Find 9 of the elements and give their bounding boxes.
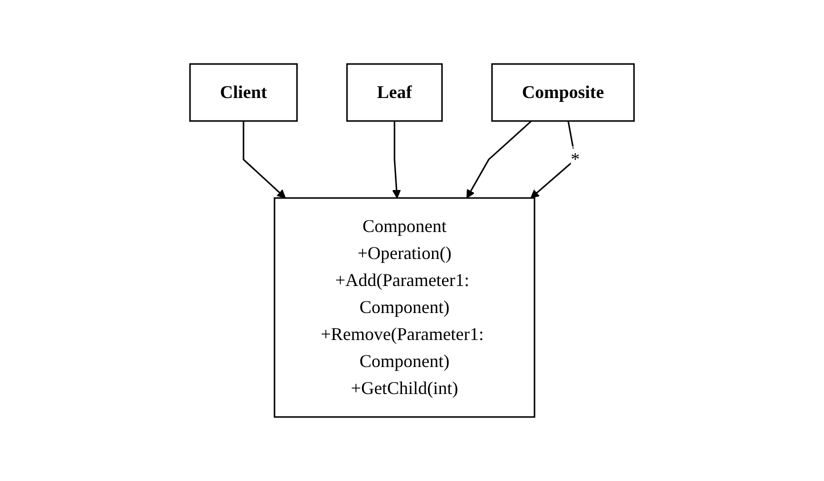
node-box: Component +Operation() +Add(Parameter1: Component) +Remove(Parameter1: Component) +GetChild(int) — [274, 197, 536, 418]
arrow — [242, 121, 286, 198]
arrow — [530, 120, 576, 198]
node-box: Client — [189, 63, 298, 122]
node-box: Composite — [491, 63, 635, 122]
node-box: Leaf — [346, 63, 443, 122]
arrow — [466, 120, 532, 198]
edge-label: * — [570, 149, 580, 169]
arrow — [392, 121, 401, 198]
